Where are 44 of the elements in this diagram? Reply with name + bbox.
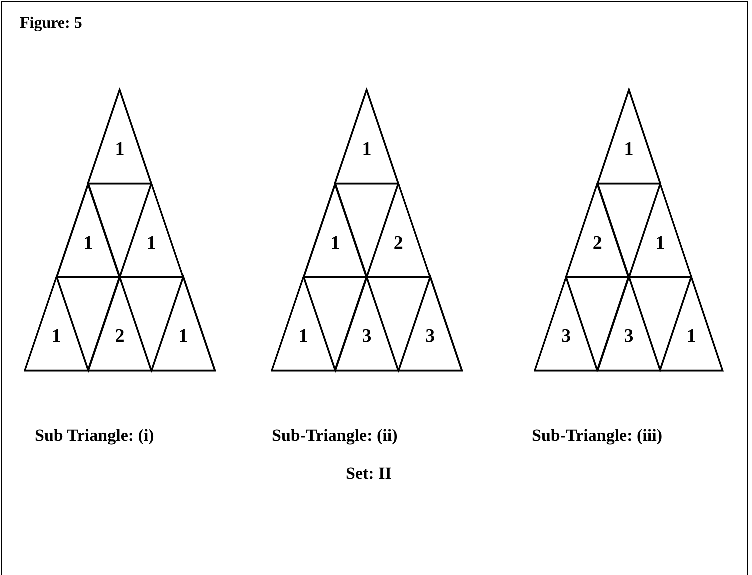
number-label: 1 xyxy=(362,140,372,160)
number-label: 1 xyxy=(656,234,666,254)
number-label: 3 xyxy=(426,327,436,348)
small-triangle xyxy=(335,90,399,184)
sub-triangle-caption: Sub-Triangle: (iii) xyxy=(532,426,662,446)
large-triangle xyxy=(272,90,462,371)
large-triangle xyxy=(25,90,215,371)
figure-title: Figure: 5 xyxy=(20,15,82,33)
sub-triangle-caption: Sub-Triangle: (ii) xyxy=(272,426,398,446)
number-label: 1 xyxy=(330,234,340,254)
set-caption: Set: II xyxy=(346,464,392,484)
sub-triangle-caption: Sub Triangle: (i) xyxy=(35,426,154,446)
number-label: 1 xyxy=(146,234,156,254)
number-label: 2 xyxy=(592,234,602,254)
number-label: 1 xyxy=(84,234,94,254)
number-label: 2 xyxy=(394,234,404,254)
small-triangle xyxy=(272,277,336,371)
small-triangle xyxy=(629,184,692,278)
small-triangle xyxy=(535,277,598,371)
number-label: 1 xyxy=(178,327,188,348)
number-label: 2 xyxy=(115,327,125,348)
small-triangle xyxy=(566,184,629,278)
small-triangle xyxy=(598,277,660,371)
small-triangle xyxy=(660,277,723,371)
small-triangle xyxy=(88,90,152,184)
small-triangle xyxy=(25,277,88,371)
number-label: 3 xyxy=(562,327,572,348)
small-triangle xyxy=(152,277,215,371)
number-label: 1 xyxy=(115,140,125,160)
small-triangle xyxy=(335,277,399,371)
large-triangle xyxy=(535,90,723,371)
number-label: 3 xyxy=(362,327,372,348)
number-label: 1 xyxy=(298,327,308,348)
number-label: 3 xyxy=(624,327,634,348)
number-label: 1 xyxy=(624,140,634,160)
number-label: 1 xyxy=(686,327,696,348)
small-triangle xyxy=(120,184,184,278)
small-triangle xyxy=(398,277,462,371)
number-label: 1 xyxy=(52,327,62,348)
small-triangle xyxy=(88,277,152,371)
small-triangle xyxy=(367,184,430,278)
small-triangle xyxy=(304,184,367,278)
small-triangle xyxy=(598,90,660,184)
small-triangle xyxy=(56,184,120,278)
